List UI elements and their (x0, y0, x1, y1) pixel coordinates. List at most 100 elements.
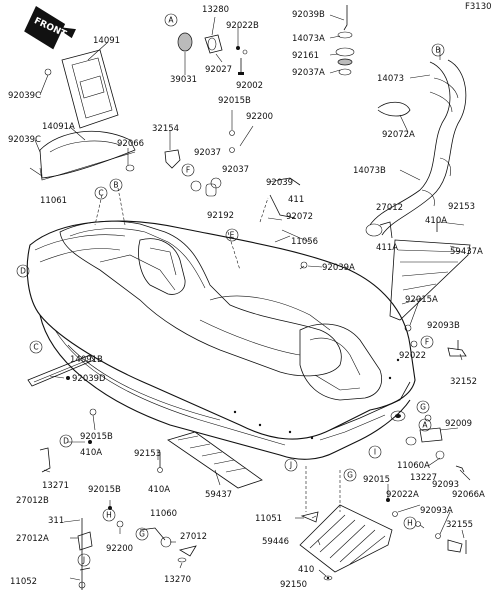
label-411: 411 (288, 195, 304, 205)
label-411A: 411A (376, 243, 398, 253)
label-92150: 92150 (280, 580, 307, 590)
label-11061: 11061 (40, 196, 67, 206)
label-410: 410 (298, 565, 314, 575)
figure-code: F3130 (465, 2, 492, 12)
parts-middle-right (269, 177, 471, 357)
label-410A-right: 410A (425, 216, 447, 226)
label-32155: 32155 (446, 520, 473, 530)
front-arrow-icon: FRONT (24, 6, 76, 50)
label-92093B: 92093B (427, 321, 460, 331)
callout-C-left: C (33, 343, 38, 352)
label-92022A: 92022A (386, 490, 419, 500)
callout-F-top: F (186, 166, 190, 175)
label-92153-right: 92153 (448, 202, 475, 212)
label-13227: 13227 (410, 473, 437, 483)
callout-D-left: D (20, 267, 26, 276)
label-14091A: 14091A (42, 122, 75, 132)
label-92037A: 92037A (292, 68, 325, 78)
label-92037-b: 92037 (222, 165, 249, 175)
callout-I: I (374, 448, 376, 457)
label-92015B-top: 92015B (218, 96, 251, 106)
callout-D-lower: D (63, 437, 69, 446)
label-92027: 92027 (205, 65, 232, 75)
label-59446: 59446 (262, 537, 289, 547)
leader-lines (29, 14, 471, 581)
label-92002: 92002 (236, 81, 263, 91)
parts-top-center (125, 32, 248, 197)
label-92009: 92009 (445, 419, 472, 429)
label-92066: 92066 (117, 139, 144, 149)
callout-H-right: H (407, 519, 413, 528)
label-11060: 11060 (150, 509, 177, 519)
label-92039D: 92039D (72, 374, 106, 384)
parts-lower-left (27, 354, 263, 590)
label-39031: 39031 (170, 75, 197, 85)
label-92015: 92015 (363, 475, 390, 485)
label-92037-a: 92037 (194, 148, 221, 158)
parts-lower-right (299, 414, 467, 581)
label-92072: 92072 (286, 212, 313, 222)
label-59437: 59437 (205, 490, 232, 500)
part-labels: 14091 92039C 14091A 92039C 11061 32154 9… (8, 5, 485, 590)
parts-hose (335, 5, 467, 237)
part-14091-drawing (44, 49, 119, 129)
callout-F-right: F (425, 338, 429, 347)
label-92093: 92093 (432, 480, 459, 490)
label-14091: 14091 (93, 36, 120, 46)
callout-H-bottom: H (106, 511, 112, 520)
callout-G-lower: G (347, 471, 353, 480)
callout-B-top: B (435, 46, 440, 55)
label-92153-mid: 92153 (134, 449, 161, 459)
label-27012-right: 27012 (376, 203, 403, 213)
callout-circles: A B C B F D E C F G A I D J G H G H J (16, 13, 445, 567)
label-410A-left: 410A (80, 448, 102, 458)
callout-G-bottom: G (139, 530, 145, 539)
label-92039B: 92039B (292, 10, 325, 20)
label-11056: 11056 (291, 237, 318, 247)
label-92161: 92161 (292, 51, 319, 61)
label-92072A: 92072A (382, 130, 415, 140)
label-14073: 14073 (377, 74, 404, 84)
label-92066A: 92066A (452, 490, 485, 500)
label-13280: 13280 (202, 5, 229, 15)
label-11060A: 11060A (397, 461, 430, 471)
label-92039: 92039 (266, 178, 293, 188)
label-410A-mid: 410A (148, 485, 170, 495)
label-92015B-bottom: 92015B (88, 485, 121, 495)
label-13270: 13270 (164, 575, 191, 585)
label-32154: 32154 (152, 124, 179, 134)
label-92192: 92192 (207, 211, 234, 221)
label-92039A: 92039A (322, 263, 355, 273)
callout-J: J (289, 461, 292, 470)
label-92015B-left: 92015B (80, 432, 113, 442)
label-11051: 11051 (255, 514, 282, 524)
label-14073A: 14073A (292, 34, 325, 44)
label-92039C: 92039C (8, 91, 41, 101)
label-92022B: 92022B (226, 21, 259, 31)
label-13271: 13271 (42, 481, 69, 491)
label-27012A: 27012A (16, 534, 49, 544)
label-92039C-2: 92039C (8, 135, 41, 145)
callout-J-bottom: J (82, 556, 85, 565)
callout-G-right: G (420, 403, 426, 412)
callout-E: E (230, 231, 235, 240)
part-14091A-drawing (39, 130, 136, 181)
callout-A-right: A (422, 421, 428, 430)
label-14091B: 14091B (70, 355, 103, 365)
label-27012B: 27012B (16, 496, 49, 506)
callout-A-top: A (168, 16, 174, 25)
label-32152: 32152 (450, 377, 477, 387)
hull-drawing (26, 220, 416, 460)
label-311: 311 (48, 516, 64, 526)
label-14073B: 14073B (353, 166, 386, 176)
callout-C-mid: C (98, 189, 103, 198)
label-92022: 92022 (399, 351, 426, 361)
label-92015A: 92015A (405, 295, 438, 305)
label-92093A: 92093A (420, 506, 453, 516)
label-11052: 11052 (10, 577, 37, 587)
callout-B-mid: B (113, 181, 118, 190)
label-92200-bottom: 92200 (106, 544, 133, 554)
label-27012-bottom: 27012 (180, 532, 207, 542)
